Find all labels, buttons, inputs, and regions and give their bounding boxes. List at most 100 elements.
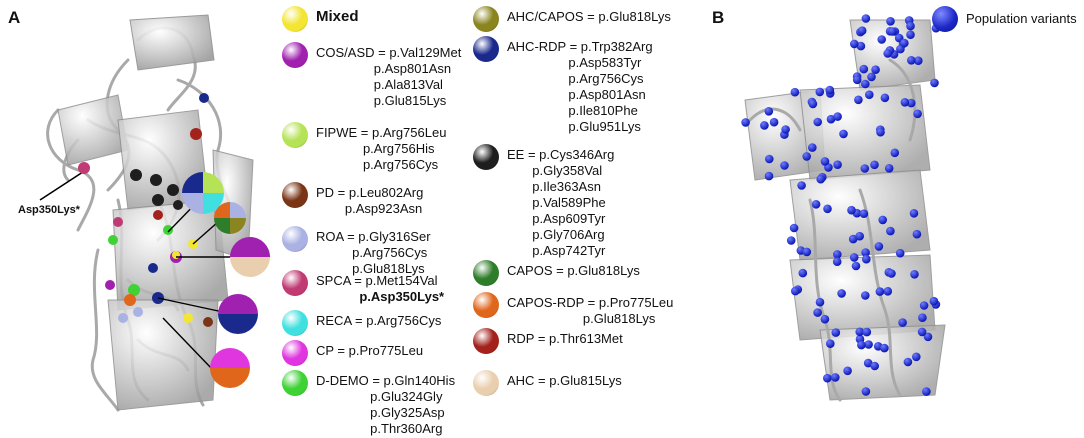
legend-text-ee: EE = p.Cys346Arg p.Gly358Val p.Ile363Asn…	[507, 147, 614, 259]
panel-b-protein-structure	[741, 14, 946, 402]
population-variant-sphere	[930, 78, 939, 88]
legend-line: PD = p.Leu802Arg	[316, 185, 424, 200]
legend-line: p.Arg756His	[316, 141, 435, 156]
legend-line: p.Gly706Arg	[507, 227, 605, 242]
population-variant-sphere	[862, 254, 871, 264]
population-variant-sphere	[919, 301, 929, 310]
population-variant-sphere	[798, 268, 808, 278]
population-variant-sphere	[857, 340, 866, 350]
population-variant-sphere	[797, 181, 806, 190]
legend-line: AHC = p.Glu815Lys	[507, 373, 622, 388]
population-variant-sphere	[839, 129, 848, 139]
population-variant-sphere	[832, 257, 842, 267]
legend-line: p.Arg756Cys	[316, 157, 439, 172]
legend-line: p.Glu324Gly	[316, 389, 443, 404]
legend-text-fipwe: FIPWE = p.Arg756Leu p.Arg756His p.Arg756…	[316, 125, 446, 173]
legend-line: COS/ASD = p.Val129Met	[316, 45, 462, 60]
legend-line: p.Asp801Asn	[316, 61, 452, 76]
population-variant-sphere	[789, 223, 799, 233]
legend-sphere-ahc-capos	[473, 6, 499, 32]
legend-line: p.Ile810Phe	[507, 103, 638, 118]
legend-line: p.Glu815Lys	[316, 93, 447, 108]
legend-line: p.Ile363Asn	[507, 179, 601, 194]
population-variant-sphere	[765, 154, 774, 164]
population-variant-sphere	[851, 261, 861, 271]
population-variant-sphere	[876, 127, 885, 137]
legend-text-roa: ROA = p.Gly316Ser p.Arg756Cys p.Glu818Ly…	[316, 229, 431, 277]
population-variants-label: Population variants	[966, 11, 1077, 26]
population-variant-sphere	[906, 30, 915, 39]
population-variant-sphere	[781, 125, 790, 134]
population-variant-sphere	[811, 200, 821, 209]
population-variant-sphere	[912, 229, 922, 239]
population-variant-sphere	[852, 75, 862, 85]
population-variant-sphere	[816, 174, 825, 184]
legend-line: p.Asp583Tyr	[507, 55, 642, 70]
legend-line: p.Glu818Lys	[507, 311, 656, 326]
population-variant-sphere	[870, 361, 879, 371]
population-variant-sphere	[861, 291, 870, 300]
legend-sphere-rdp	[473, 328, 499, 354]
legend-line: p.Glu951Lys	[507, 119, 641, 134]
population-variant-sphere	[900, 38, 909, 48]
population-variant-sphere	[900, 98, 910, 107]
population-variant-sphere	[813, 308, 822, 317]
asp350lys-callout-label: Asp350Lys*	[18, 204, 80, 216]
legend-text-cos-asd: COS/ASD = p.Val129Met p.Asp801Asn p.Ala8…	[316, 45, 461, 109]
population-variant-sphere	[847, 205, 856, 215]
population-variant-sphere	[884, 164, 894, 173]
population-variant-sphere	[833, 112, 842, 121]
legend-line: AHC/CAPOS = p.Glu818Lys	[507, 9, 671, 24]
population-variant-sphere	[815, 87, 825, 97]
legend-sphere-fipwe	[282, 122, 308, 148]
population-variant-sphere	[833, 250, 842, 259]
legend-sphere-cos-asd	[282, 42, 308, 68]
population-variant-sphere	[867, 72, 876, 82]
panel-a-protein-structure	[39, 14, 270, 412]
legend-text-ahc-capos: AHC/CAPOS = p.Glu818Lys	[507, 9, 671, 25]
legend-line: CAPOS-RDP = p.Pro775Leu	[507, 295, 674, 310]
population-variant-sphere	[863, 358, 873, 368]
population-variant-sphere	[802, 247, 812, 257]
legend-line: p.Asp923Asn	[316, 201, 423, 216]
legend-line: p.Gly358Val	[507, 163, 603, 178]
population-variant-sphere	[820, 157, 830, 166]
population-variant-sphere	[888, 27, 897, 36]
legend-line: CAPOS = p.Glu818Lys	[507, 263, 640, 278]
population-variant-sphere	[914, 56, 923, 65]
legend-line: AHC-RDP = p.Trp382Arg	[507, 39, 653, 54]
population-variant-sphere	[808, 99, 818, 109]
population-variant-sphere	[843, 366, 852, 376]
population-variants-sphere-icon	[932, 6, 958, 32]
legend-sphere-pd	[282, 182, 308, 208]
population-variant-sphere	[802, 152, 811, 161]
legend-text-pd: PD = p.Leu802Arg p.Asp923Asn	[316, 185, 423, 217]
population-variant-sphere	[837, 289, 846, 298]
population-variant-sphere	[890, 148, 900, 158]
population-variant-sphere	[906, 21, 915, 31]
population-variant-sphere	[874, 242, 884, 251]
legend-line: ROA = p.Gly316Ser	[316, 229, 431, 244]
legend-sphere-reca	[282, 310, 308, 336]
population-variant-sphere	[820, 314, 830, 324]
pie-1	[182, 172, 224, 214]
legend-line: D-DEMO = p.Gln140His	[316, 373, 456, 388]
population-variant-sphere	[849, 253, 859, 262]
legend-sphere-capos	[473, 260, 499, 286]
population-variant-sphere	[833, 160, 842, 169]
population-variant-sphere	[825, 85, 835, 95]
legend-text-capos: CAPOS = p.Glu818Lys	[507, 263, 640, 279]
population-variant-sphere	[780, 161, 789, 170]
population-variant-sphere	[769, 117, 779, 127]
population-variant-sphere	[875, 287, 885, 296]
legend-sphere-mixed	[282, 6, 308, 32]
population-variant-sphere	[861, 14, 871, 23]
population-variant-sphere	[870, 160, 879, 170]
pie-5	[210, 348, 250, 388]
population-variant-sphere	[864, 340, 873, 349]
population-variant-sphere	[907, 56, 916, 65]
legend-line: p.Asp742Tyr	[507, 243, 606, 258]
legend-text-mixed: Mixed	[316, 9, 359, 25]
population-variant-sphere	[909, 209, 919, 218]
